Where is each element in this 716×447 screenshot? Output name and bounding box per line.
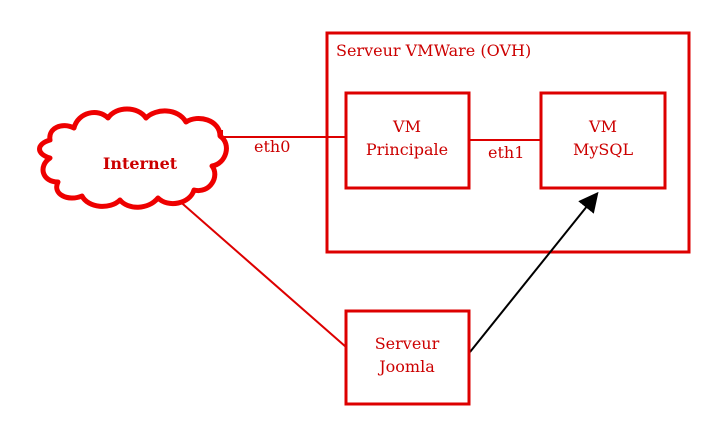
cloud-icon (37, 106, 229, 210)
vm-mysql-line2: MySQL (573, 140, 634, 159)
internet-joomla-link (175, 197, 347, 348)
vm-principale-box: VM Principale (344, 91, 471, 190)
joomla-line1: Serveur (375, 334, 440, 353)
eth1-label: eth1 (488, 143, 524, 162)
internet-label: Internet (103, 154, 178, 173)
joomla-server-box: Serveur Joomla (344, 309, 471, 406)
joomla-line2: Joomla (377, 357, 435, 376)
eth0-label: eth0 (254, 137, 290, 156)
vm-principale-line2: Principale (366, 140, 448, 159)
vmware-server-title: Serveur VMWare (OVH) (336, 41, 531, 60)
vm-mysql-box: VM MySQL (539, 91, 667, 190)
vm-principale-line1: VM (392, 117, 421, 136)
joomla-mysql-arrow (469, 191, 599, 353)
internet-node: Internet (37, 106, 229, 210)
vm-mysql-line1: VM (588, 117, 617, 136)
